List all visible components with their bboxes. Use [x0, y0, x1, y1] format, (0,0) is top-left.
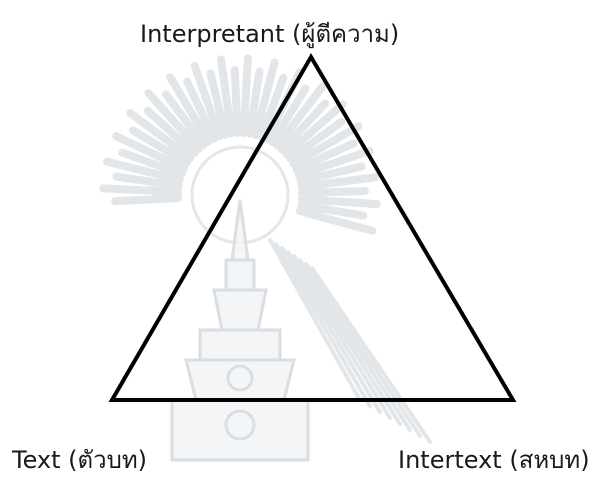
watermark-ray — [162, 90, 208, 150]
watermark-ray — [216, 55, 236, 138]
watermark-ray — [245, 67, 264, 138]
watermark-ray — [268, 238, 362, 402]
watermark-ray — [206, 69, 230, 139]
watermark-ray — [112, 132, 189, 173]
watermark-ray — [274, 242, 372, 408]
watermark-ray — [310, 266, 432, 444]
watermark-ray — [230, 66, 242, 138]
watermark-ray — [166, 73, 213, 146]
watermark-ray — [112, 172, 183, 190]
watermark-ray — [118, 148, 186, 179]
watermark-ray — [292, 254, 402, 426]
watermark-ray — [103, 157, 184, 184]
watermark-ray — [296, 162, 366, 185]
watermark-ray — [239, 54, 252, 138]
vertex-label-interpretant: Interpretant (ผู้ตีความ) — [140, 20, 400, 48]
watermark-ray — [190, 61, 224, 141]
watermark-ray — [286, 250, 392, 420]
watermark-ray — [294, 146, 374, 180]
watermark-ray — [183, 77, 218, 143]
watermark-ray — [295, 207, 377, 235]
watermark-ray — [297, 173, 380, 191]
watermark-ray — [282, 100, 347, 158]
watermark-ray — [126, 109, 195, 162]
watermark-ray — [257, 73, 288, 141]
vertex-label-text: Text (ตัวบท) — [12, 446, 148, 474]
watermark-ray — [289, 122, 363, 168]
watermark-ray — [128, 126, 191, 167]
watermark-ray — [280, 246, 382, 414]
watermark-ray — [304, 262, 422, 438]
watermark-ray — [278, 99, 330, 154]
watermark-ray — [251, 58, 279, 140]
watermark-ray — [268, 84, 310, 147]
watermark-ray — [286, 117, 346, 163]
watermark-ray — [297, 201, 368, 220]
triangle-outline — [108, 53, 517, 402]
watermark-ray — [273, 81, 327, 150]
watermark-ray — [99, 184, 183, 196]
watermark-ray — [297, 186, 369, 198]
watermark-ray — [297, 195, 381, 209]
watermark-ray — [111, 194, 183, 206]
watermark-ray — [144, 89, 203, 153]
watermark-ray — [292, 139, 358, 174]
watermark-ray — [143, 106, 199, 158]
vertex-label-intertext: Intertext (สหบท) — [398, 446, 590, 474]
